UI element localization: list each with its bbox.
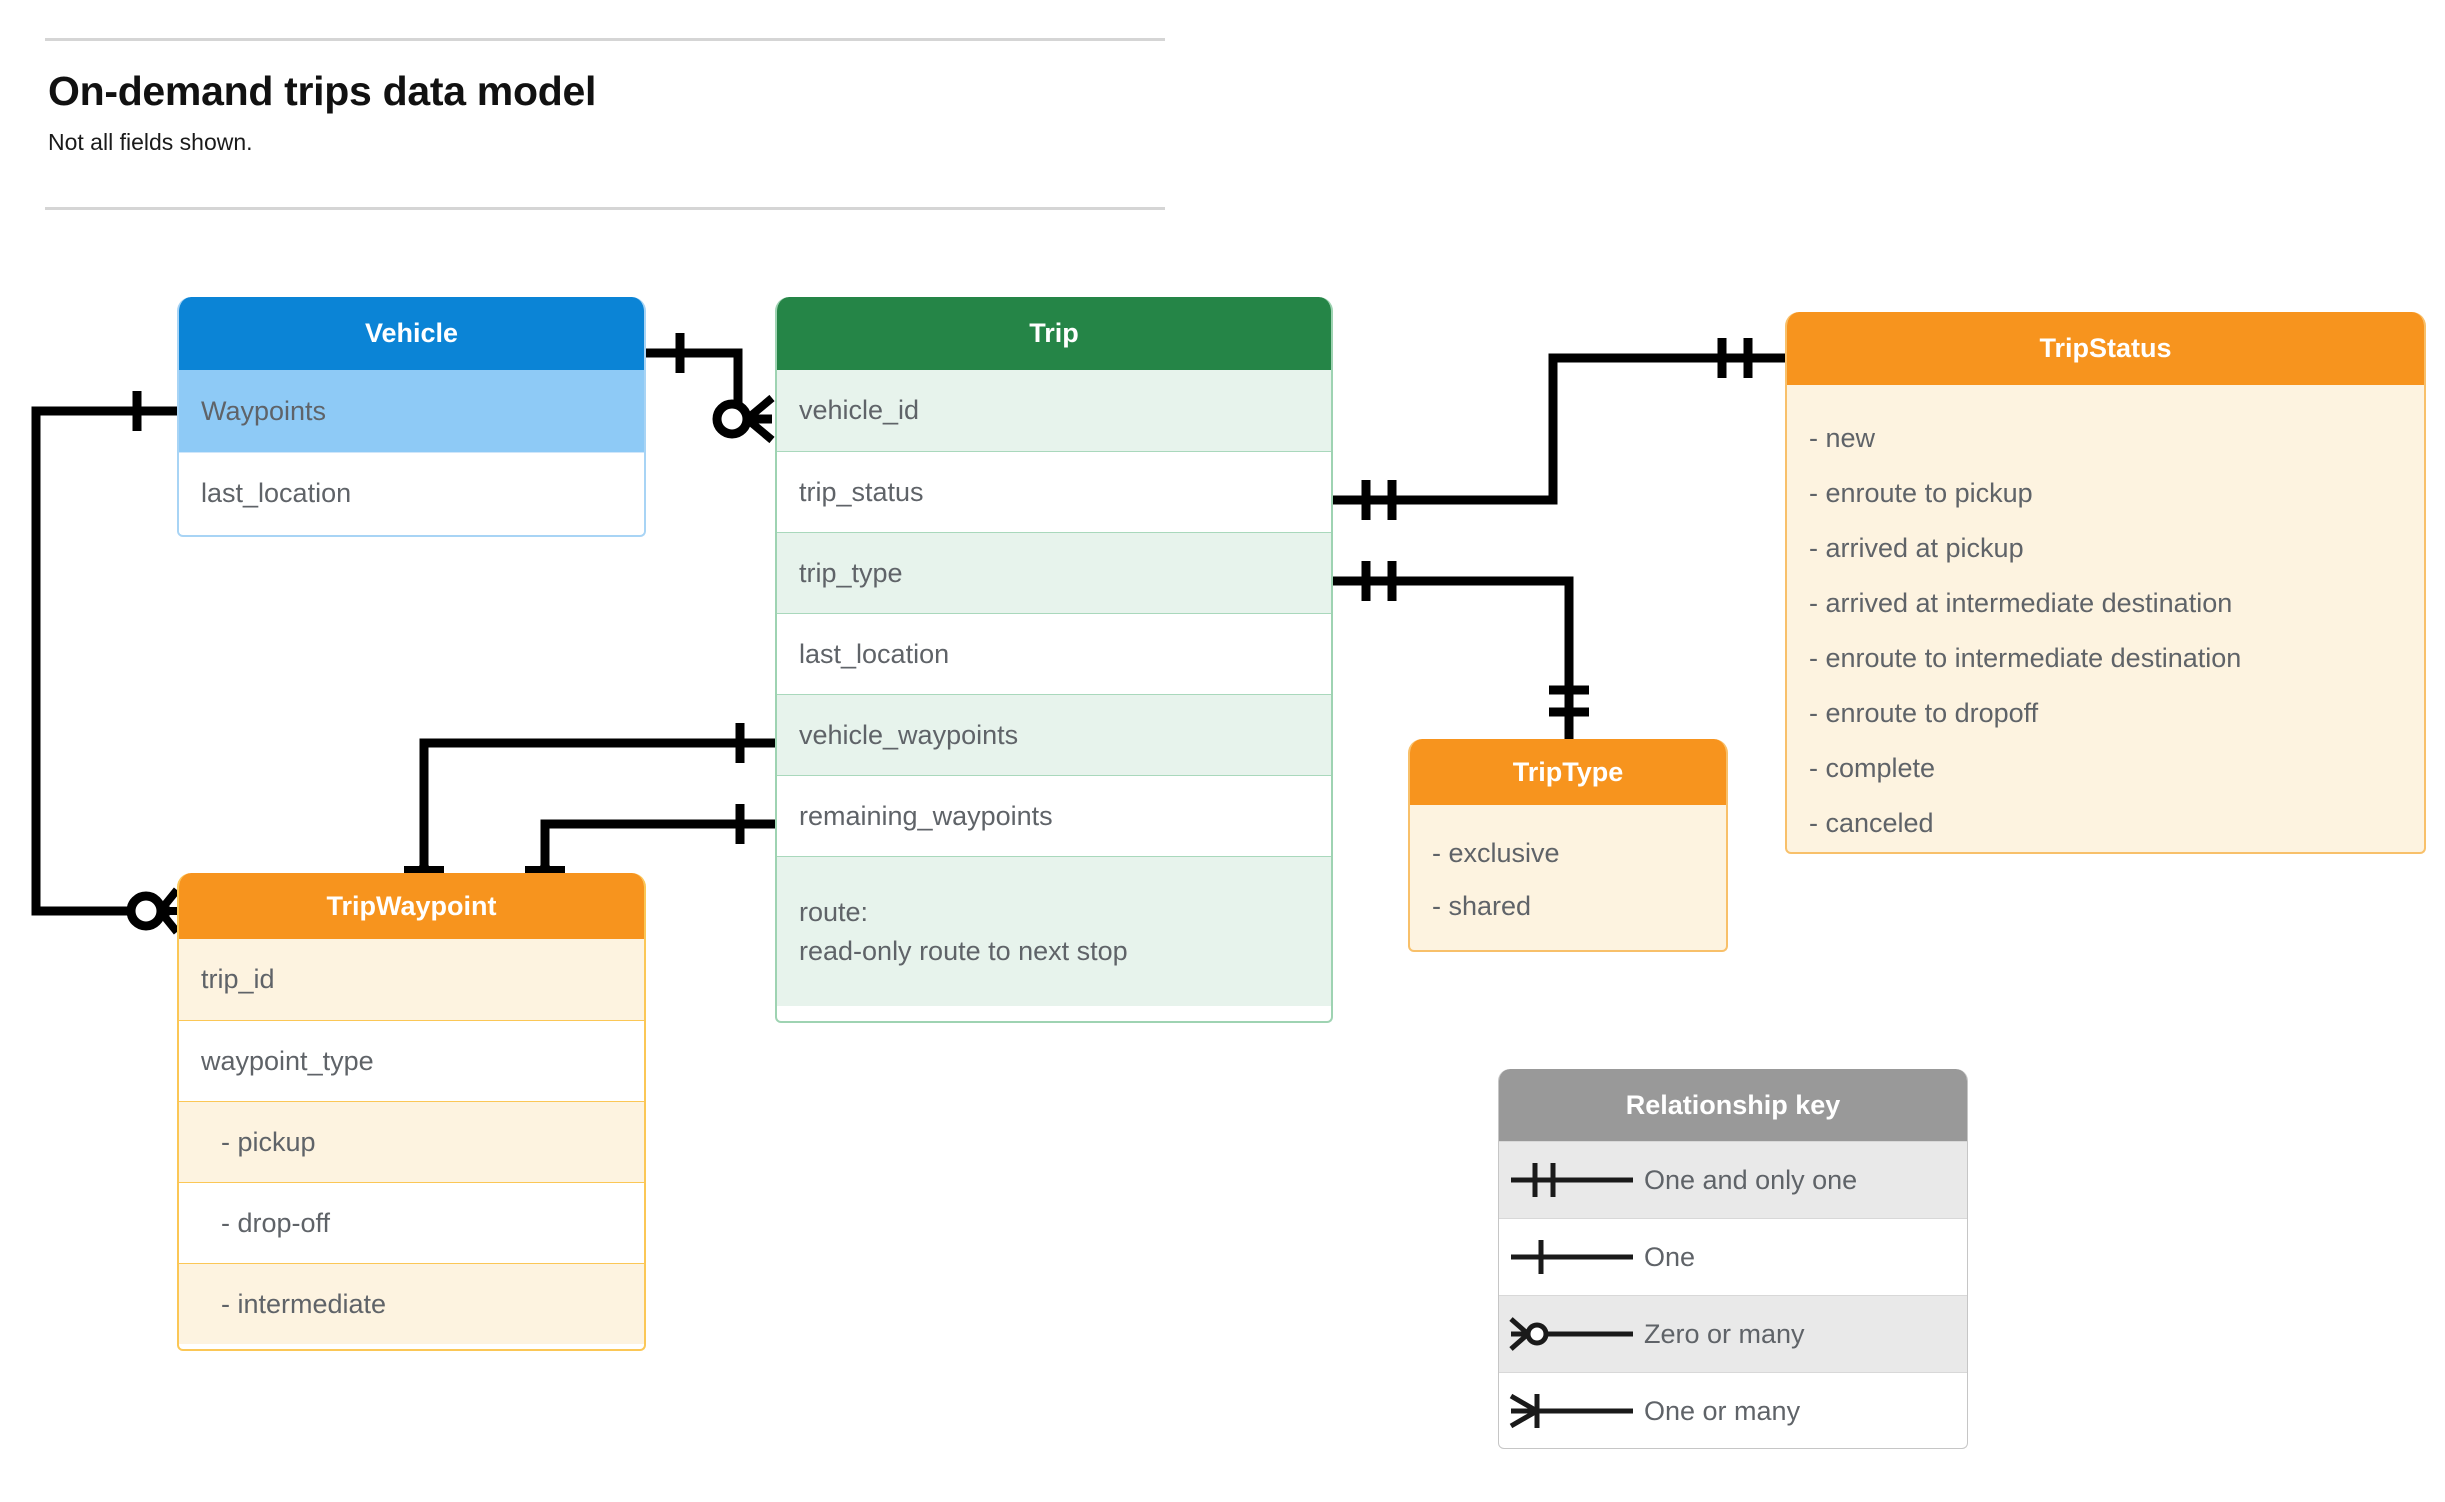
legend-item-label: One — [1644, 1241, 1696, 1272]
field-row[interactable]: waypoint_type — [179, 1020, 644, 1101]
enum-value-row: - drop-off — [179, 1182, 644, 1263]
legend-item-label: One or many — [1644, 1395, 1801, 1426]
enum-value: - enroute to pickup — [1809, 478, 2033, 508]
crow-foot-vehicle-trip — [744, 394, 775, 444]
crow-oneonly-trip-status-left — [1361, 480, 1397, 520]
edge-trip-type — [1333, 576, 1574, 739]
legend-item-label: Zero or many — [1644, 1318, 1805, 1349]
crow-foot-waypoints — [156, 887, 181, 935]
crow-oneonly-trip-status-right — [1717, 338, 1753, 378]
header-divider-top — [45, 38, 1165, 41]
enum-value: - enroute to dropoff — [1809, 698, 2039, 728]
entity-trip-title: Trip — [777, 297, 1331, 370]
entity-trip-status[interactable]: TripStatus - new - enroute to pickup - a… — [1785, 312, 2426, 854]
entity-vehicle-body: Waypoints last_location — [179, 370, 644, 534]
enum-value: - shared — [1432, 891, 1532, 921]
crow-zero-circle-waypoints — [126, 891, 166, 931]
enum-value-row: - pickup — [179, 1101, 644, 1182]
legend-item: One or many — [1499, 1372, 1967, 1448]
enum-value: - enroute to intermediate destination — [1809, 643, 2242, 673]
route-description: read-only route to next stop — [799, 936, 1128, 967]
enum-value: - complete — [1809, 753, 1936, 783]
field-row[interactable]: last_location — [179, 452, 644, 534]
field-row[interactable]: remaining_waypoints — [777, 775, 1331, 856]
edge-remaining-waypoints-rel — [540, 819, 775, 866]
page-title: On-demand trips data model — [48, 68, 597, 114]
field-row[interactable]: vehicle_id — [777, 370, 1331, 451]
enum-value: - arrived at intermediate destination — [1809, 588, 2233, 618]
enum-value-row: - intermediate — [179, 1263, 644, 1344]
edge-vehicle-to-trip — [646, 348, 772, 424]
legend-item: One — [1499, 1218, 1967, 1295]
crow-zero-circle-vehicle-trip — [712, 399, 752, 439]
field-row[interactable]: trip_status — [777, 451, 1331, 532]
legend-item: One and only one — [1499, 1141, 1967, 1218]
crow-oneonly-trip-type-bottom — [1549, 685, 1589, 717]
enum-value: - new — [1809, 423, 1876, 453]
entity-trip-waypoint[interactable]: TripWaypoint trip_id waypoint_type - pic… — [177, 873, 646, 1351]
page-subtitle: Not all fields shown. — [48, 129, 253, 155]
field-row[interactable]: last_location — [777, 613, 1331, 694]
legend-title: Relationship key — [1499, 1069, 1967, 1141]
relationship-key-legend: Relationship key One and only one — [1498, 1069, 1968, 1449]
entity-trip-status-values: - new - enroute to pickup - arrived at p… — [1787, 385, 2424, 852]
legend-item-label: One and only one — [1644, 1164, 1858, 1195]
enum-value: - arrived at pickup — [1809, 533, 2024, 563]
entity-vehicle[interactable]: Vehicle Waypoints last_location — [177, 297, 646, 537]
field-row[interactable]: trip_type — [777, 532, 1331, 613]
entity-trip-type-title: TripType — [1410, 739, 1726, 805]
one-and-only-one-icon — [1499, 1155, 1644, 1205]
field-row[interactable]: Waypoints — [179, 370, 644, 452]
field-row[interactable]: vehicle_waypoints — [777, 694, 1331, 775]
field-row-route[interactable]: route: read-only route to next stop — [777, 856, 1331, 1006]
one-icon — [1499, 1232, 1644, 1282]
edge-trip-status — [1333, 353, 1785, 505]
legend-item: Zero or many — [1499, 1295, 1967, 1372]
entity-trip-body: vehicle_id trip_status trip_type last_lo… — [777, 370, 1331, 1006]
edge-vehicle-waypoints-to-tripwaypoint — [31, 406, 177, 916]
edge-vehicle-waypoints-rel — [419, 738, 775, 866]
one-or-many-icon — [1499, 1386, 1644, 1436]
entity-trip-waypoint-body: trip_id waypoint_type - pickup - drop-of… — [179, 939, 644, 1344]
field-row[interactable]: trip_id — [179, 939, 644, 1020]
entity-trip-type-values: - exclusive - shared — [1410, 805, 1726, 943]
entity-trip-waypoint-title: TripWaypoint — [179, 873, 644, 939]
enum-value: - exclusive — [1432, 838, 1560, 868]
header-divider-bottom — [45, 207, 1165, 210]
zero-or-many-icon — [1499, 1309, 1644, 1359]
enum-value: - canceled — [1809, 808, 1934, 838]
route-label: route: — [799, 897, 869, 927]
entity-trip-type[interactable]: TripType - exclusive - shared — [1408, 739, 1728, 952]
entity-vehicle-title: Vehicle — [179, 297, 644, 370]
entity-trip[interactable]: Trip vehicle_id trip_status trip_type la… — [775, 297, 1333, 1023]
crow-oneonly-trip-type-left — [1361, 561, 1397, 601]
entity-trip-status-title: TripStatus — [1787, 312, 2424, 385]
